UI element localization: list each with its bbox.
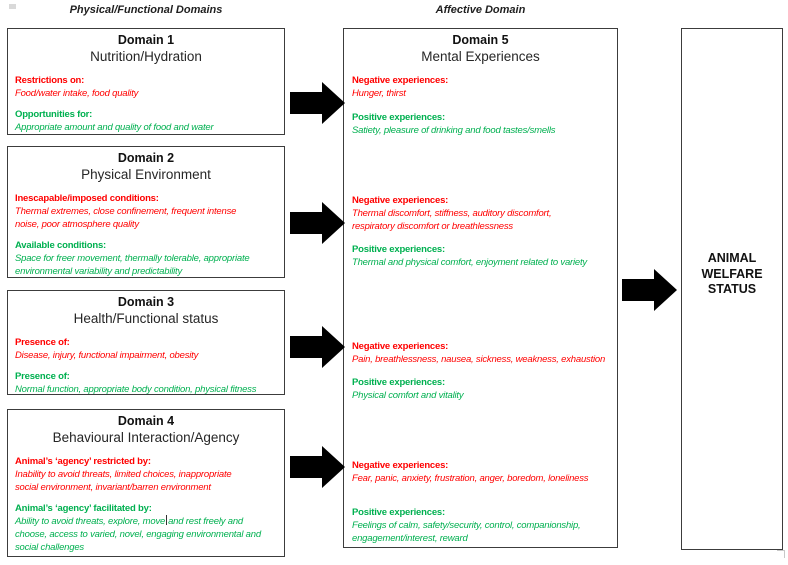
negative-experiences-label: Negative experiences:: [352, 460, 449, 471]
domain-2-negative-label: Inescapable/imposed conditions:: [15, 193, 159, 204]
domain-1-name: Nutrition/Hydration: [90, 49, 202, 64]
animal-welfare-status-text: ANIMAL WELFARE STATUS: [682, 251, 782, 298]
arrow-domain1-to-domain5-icon: [290, 82, 345, 124]
domain-1-positive-line: Appropriate amount and quality of food a…: [15, 122, 214, 133]
domain-2-box: Domain 2 Physical Environment Inescapabl…: [7, 146, 285, 278]
domain-2-positive-label: Available conditions:: [15, 240, 106, 251]
positive-experiences-label: Positive experiences:: [352, 507, 445, 518]
animal-welfare-status-box: ANIMAL WELFARE STATUS: [681, 28, 783, 550]
negative-experiences-label: Negative experiences:: [352, 195, 449, 206]
affective-group-4-positive: Positive experiences: Feelings of calm, …: [352, 506, 609, 545]
domain-4-positive-text-b: and rest freely and: [168, 516, 243, 527]
domain-2-negative-line: Thermal extremes, close confinement, fre…: [15, 206, 237, 217]
domain-3-positive-line: Normal function, appropriate body condit…: [15, 384, 257, 395]
corner-resize-mark: [777, 550, 785, 558]
outcome-line: WELFARE: [701, 266, 763, 281]
positive-experiences-label: Positive experiences:: [352, 112, 445, 123]
domain-2-positive-line: environmental variability and predictabi…: [15, 266, 183, 277]
domain-1-positive-label: Opportunities for:: [15, 109, 93, 120]
domain-5-name: Mental Experiences: [421, 49, 540, 64]
domain-4-positive-line: choose, access to varied, novel, engagin…: [15, 529, 261, 540]
domain-1-negative-line: Food/water intake, food quality: [15, 88, 139, 99]
domain-4-box: Domain 4 Behavioural Interaction/Agency …: [7, 409, 285, 557]
negative-experiences-line: Fear, panic, anxiety, frustration, anger…: [352, 473, 589, 484]
domain-2-name: Physical Environment: [81, 167, 211, 182]
positive-experiences-line: engagement/interest, reward: [352, 533, 468, 544]
domain-5-box: Domain 5 Mental Experiences Negative exp…: [343, 28, 618, 548]
domain-4-negative-label: Animal’s ‘agency’ restricted by:: [15, 456, 151, 467]
affective-group-1-negative: Negative experiences: Hunger, thirst: [352, 74, 609, 100]
domain-4-negative-line: Inability to avoid threats, limited choi…: [15, 469, 232, 480]
domain-1-box: Domain 1 Nutrition/Hydration Restriction…: [7, 28, 285, 135]
positive-experiences-line: Thermal and physical comfort, enjoyment …: [352, 257, 587, 268]
domain-2-title: Domain 2: [117, 151, 175, 165]
domain-5-title: Domain 5: [452, 33, 509, 47]
domain-2-positive-line: Space for freer movement, thermally tole…: [15, 253, 250, 264]
affective-group-3-positive: Positive experiences: Physical comfort a…: [352, 376, 609, 402]
negative-experiences-line: Thermal discomfort, stiffness, auditory …: [352, 208, 552, 219]
positive-experiences-line: Physical comfort and vitality: [352, 390, 464, 401]
arrow-domain5-to-welfare-status-icon: [622, 269, 677, 311]
outcome-line: ANIMAL: [707, 251, 757, 265]
domain-3-negative-label: Presence of:: [15, 337, 70, 348]
screen-artifact-mark: [9, 4, 16, 9]
domain-4-positive-label: Animal’s ‘agency’ facilitated by:: [15, 503, 152, 514]
affective-group-2-negative: Negative experiences: Thermal discomfort…: [352, 194, 609, 233]
outcome-line: STATUS: [707, 282, 757, 296]
domain-4-positive-text-a: Ability to avoid threats, explore, move: [15, 516, 166, 527]
affective-group-2-positive: Positive experiences: Thermal and physic…: [352, 243, 609, 269]
affective-group-3-negative: Negative experiences: Pain, breathlessne…: [352, 340, 609, 366]
negative-experiences-label: Negative experiences:: [352, 341, 449, 352]
domain-4-positive-line: social challenges: [15, 542, 84, 553]
text-caret: [166, 515, 168, 525]
arrow-domain3-to-domain5-icon: [290, 326, 345, 368]
positive-experiences-line: Satiety, pleasure of drinking and food t…: [352, 125, 556, 136]
positive-experiences-line: Feelings of calm, safety/security, contr…: [352, 520, 581, 531]
negative-experiences-label: Negative experiences:: [352, 75, 449, 86]
arrow-domain4-to-domain5-icon: [290, 446, 345, 488]
affective-group-4-negative: Negative experiences: Fear, panic, anxie…: [352, 459, 609, 485]
domain-3-negative-line: Disease, injury, functional impairment, …: [15, 350, 199, 361]
domain-4-title: Domain 4: [117, 414, 175, 428]
domain-3-name: Health/Functional status: [73, 311, 219, 326]
positive-experiences-label: Positive experiences:: [352, 377, 445, 388]
negative-experiences-line: Hunger, thirst: [352, 88, 406, 99]
affective-group-1-positive: Positive experiences: Satiety, pleasure …: [352, 111, 609, 137]
domain-1-title: Domain 1: [117, 33, 175, 47]
domain-3-positive-label: Presence of:: [15, 371, 70, 382]
left-column-header: Physical/Functional Domains: [69, 4, 223, 16]
right-column-header: Affective Domain: [435, 4, 526, 16]
positive-experiences-label: Positive experiences:: [352, 244, 445, 255]
negative-experiences-line: Pain, breathlessness, nausea, sickness, …: [352, 354, 606, 365]
domain-4-name: Behavioural Interaction/Agency: [52, 430, 240, 445]
domain-3-title: Domain 3: [117, 295, 175, 309]
domain-3-box: Domain 3 Health/Functional status Presen…: [7, 290, 285, 395]
domain-4-negative-line: social environment, invariant/barren env…: [15, 482, 211, 493]
domain-1-negative-label: Restrictions on:: [15, 75, 85, 86]
domain-2-negative-line: noise, poor atmosphere quality: [15, 219, 139, 230]
arrow-domain2-to-domain5-icon: [290, 202, 345, 244]
negative-experiences-line: respiratory discomfort or breathlessness: [352, 221, 513, 232]
